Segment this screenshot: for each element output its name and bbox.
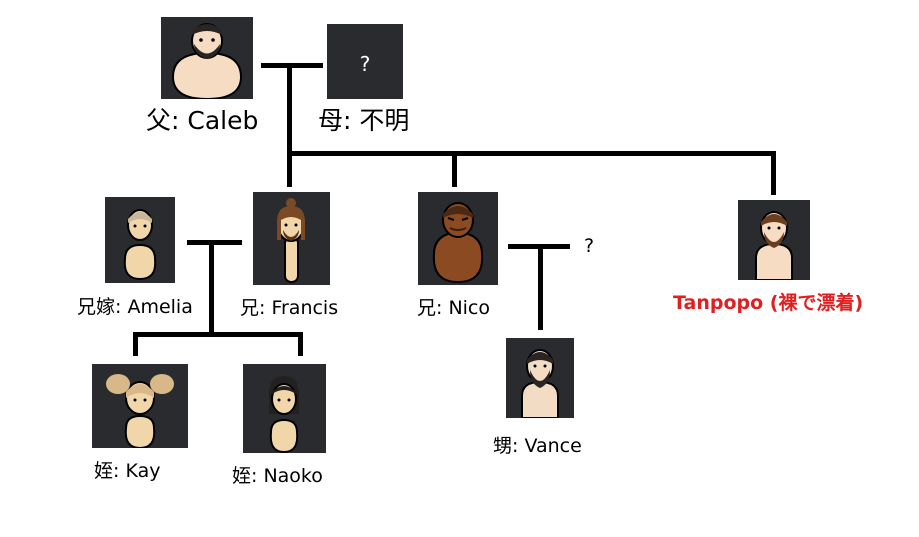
- vance-label: 甥: Vance: [493, 435, 582, 457]
- francis-drop-line: [209, 240, 214, 337]
- mother-unknown-tile: ?: [327, 24, 403, 99]
- drop-nico: [452, 151, 457, 187]
- parents-drop-line: [287, 63, 292, 156]
- tanpopo-label: Tanpopo (裸で漂着): [673, 292, 864, 314]
- naoko-label: 姪: Naoko: [232, 465, 323, 487]
- caleb-partner-line: [261, 63, 323, 68]
- brown-pawn-icon: [432, 202, 484, 284]
- bearded-pawn-icon: [755, 211, 793, 280]
- woman-pawn-icon: [123, 209, 157, 281]
- francis-portrait: [253, 192, 330, 285]
- nico-portrait: [418, 192, 498, 285]
- drop-tanpopo: [771, 151, 776, 195]
- francis-label: 兄: Francis: [240, 297, 339, 319]
- amelia-label: 兄嫁: Amelia: [77, 296, 193, 318]
- drop-naoko: [298, 332, 303, 356]
- pigtails-pawn-icon: [106, 374, 174, 448]
- unknown-mark: ?: [359, 52, 371, 76]
- amelia-portrait: [105, 197, 175, 283]
- dark-hair-pawn-icon: [269, 376, 299, 453]
- long-hair-bearded-pawn-icon: [277, 198, 305, 283]
- children-bar: [287, 151, 776, 156]
- caleb-portrait: [161, 17, 253, 99]
- francis-partner-line: [187, 240, 242, 245]
- bearded-pawn-icon: [171, 23, 243, 99]
- kay-label: 姪: Kay: [94, 460, 161, 482]
- drop-francis: [287, 151, 292, 187]
- drop-kay: [133, 332, 138, 356]
- francis-children-bar: [133, 332, 303, 337]
- dark-bearded-pawn-icon: [521, 349, 559, 418]
- caleb-label: 父: Caleb: [146, 106, 259, 135]
- tanpopo-portrait: [738, 200, 810, 280]
- nico-drop-line: [538, 244, 543, 330]
- mother-label: 母: 不明: [318, 106, 410, 135]
- nico-label: 兄: Nico: [417, 297, 491, 319]
- vance-portrait: [506, 338, 574, 418]
- kay-portrait: [92, 364, 188, 448]
- naoko-portrait: [243, 364, 326, 453]
- nico-partner-unknown-mark: ?: [584, 235, 595, 257]
